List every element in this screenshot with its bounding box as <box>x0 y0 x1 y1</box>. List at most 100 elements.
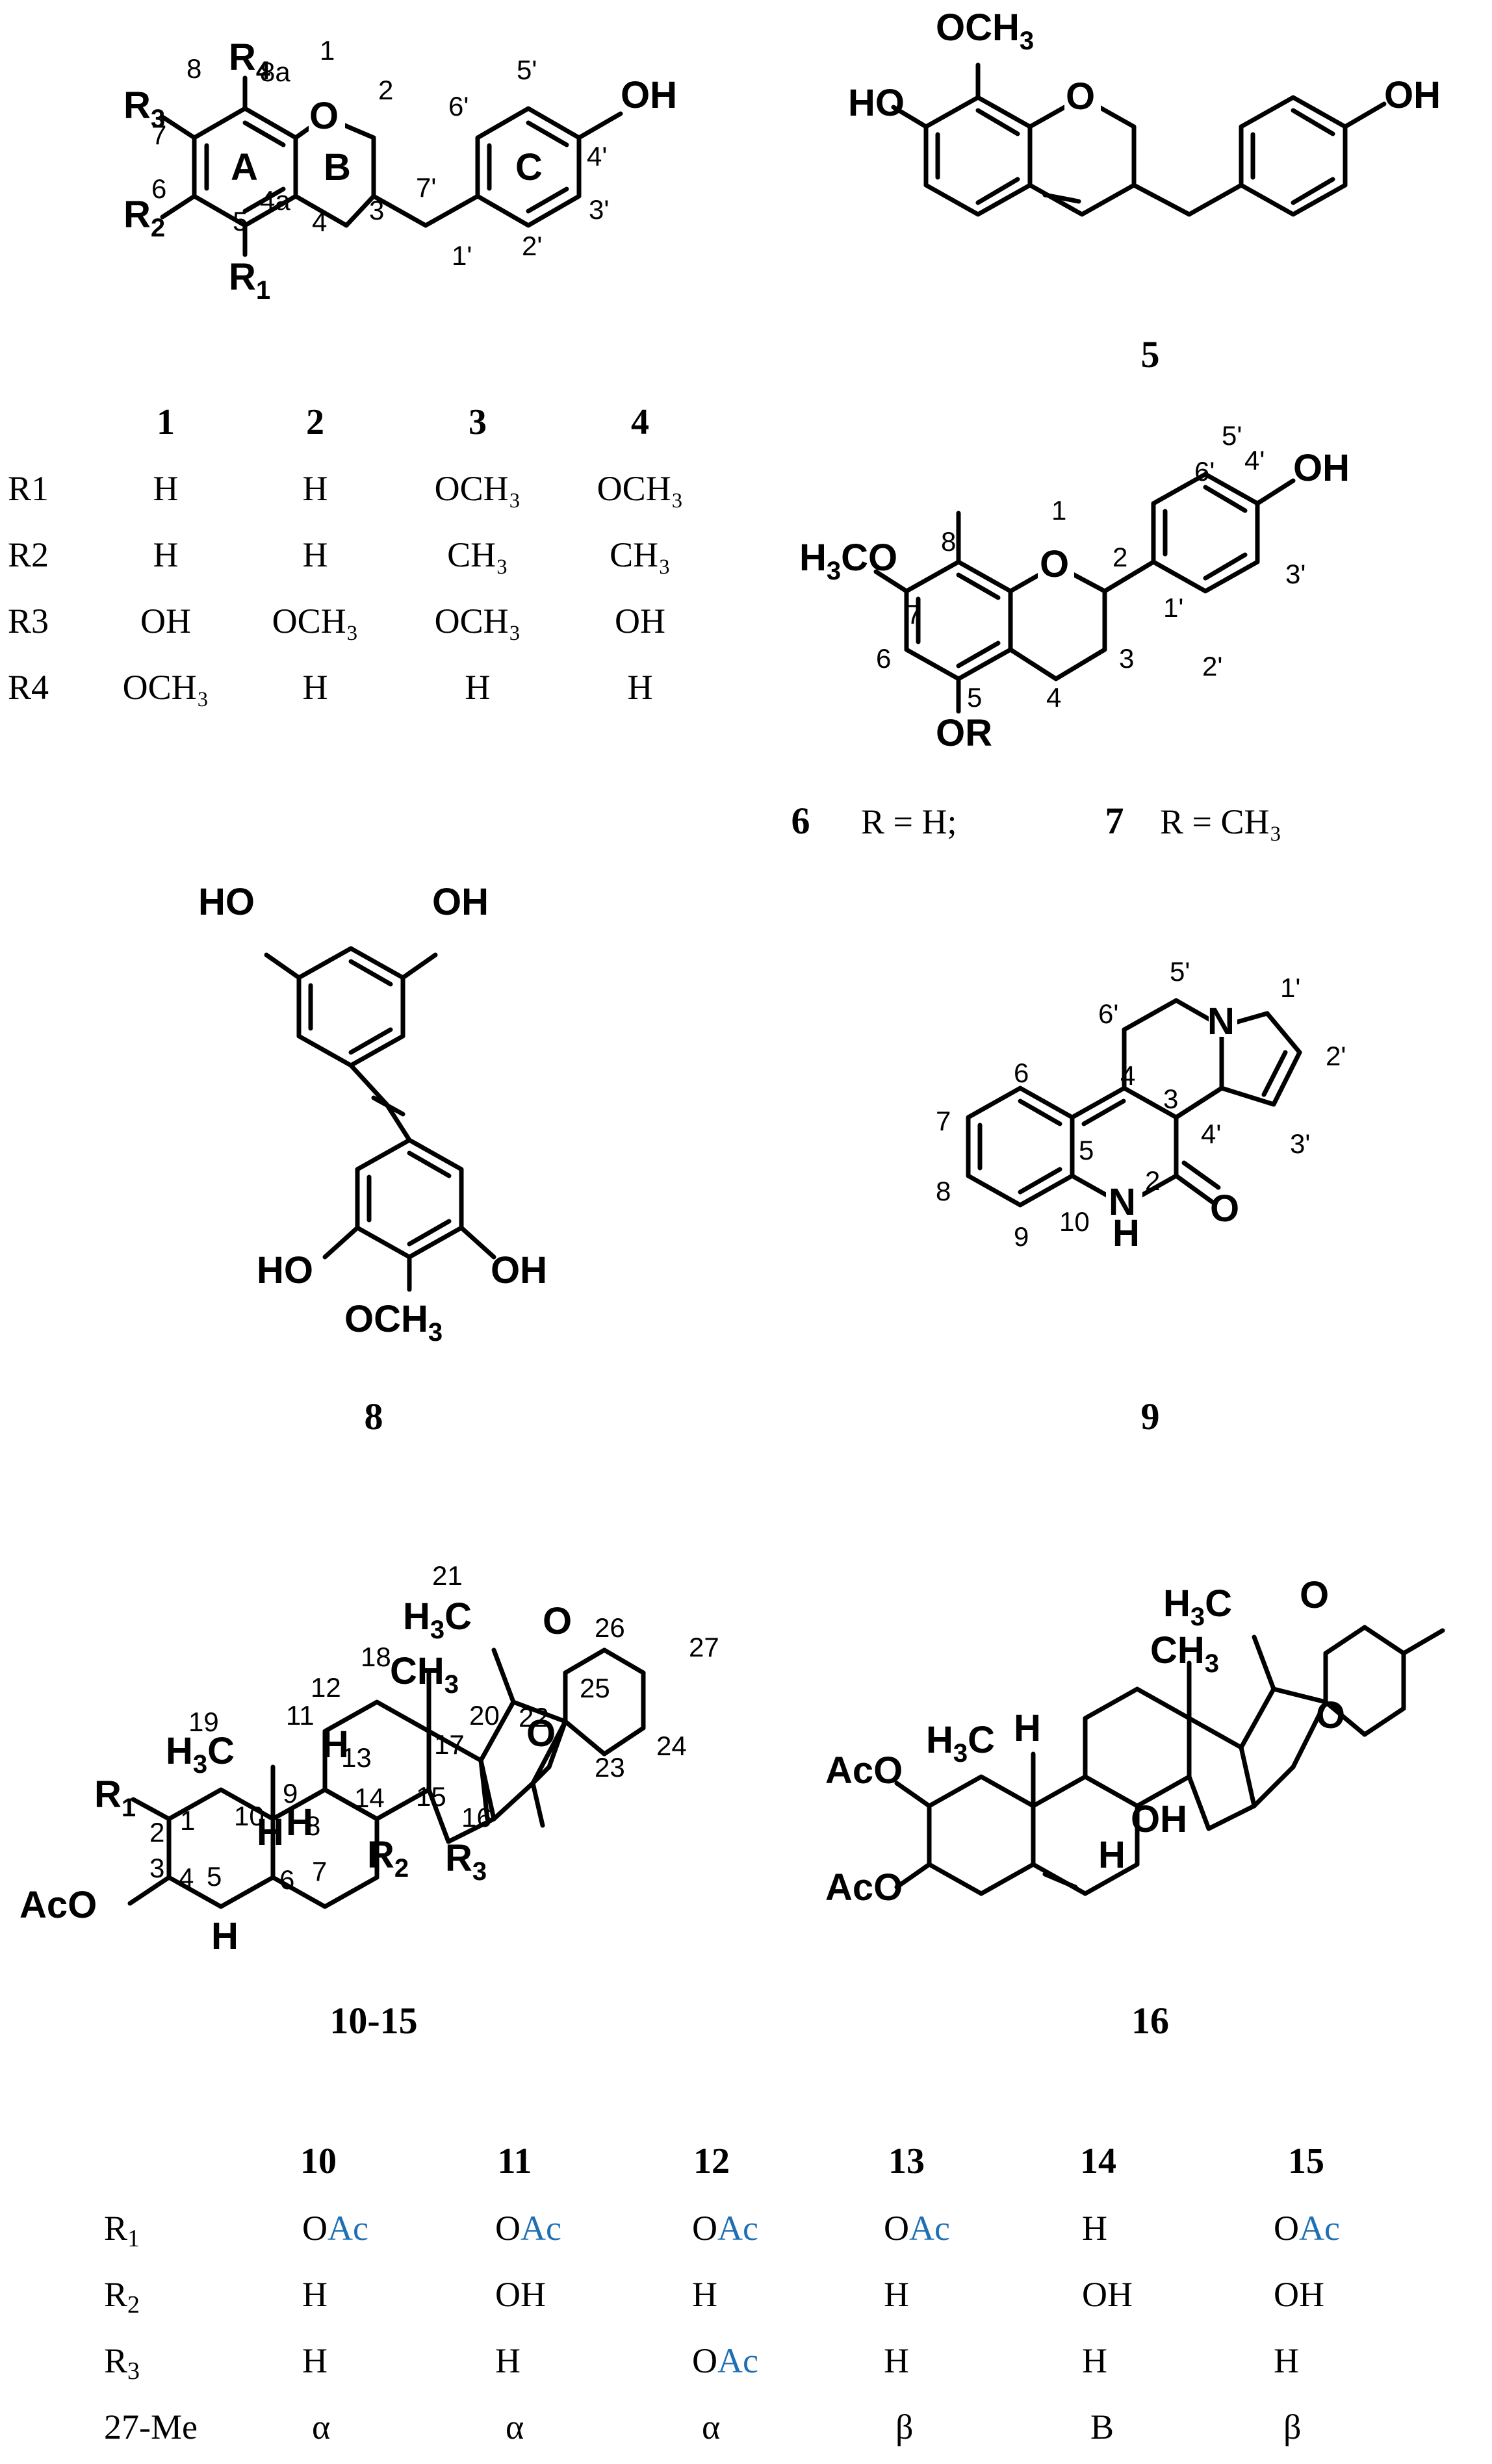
r3-label: R3 <box>123 84 165 133</box>
hydroxyl-label: OH <box>1293 447 1350 489</box>
table-cell: H <box>303 668 328 707</box>
table-cell: OCH₃ <box>435 602 521 641</box>
amide-nitrogen: N <box>1109 1181 1136 1223</box>
table-cell: CH₃ <box>447 535 508 574</box>
locant: 6 <box>151 173 166 204</box>
table-cell: OAc <box>884 2209 950 2248</box>
hydrogen-label: H <box>211 1915 238 1957</box>
locant: 5 <box>1079 1135 1094 1165</box>
structure-10-15: H3C CH3 H3C O O AcO R1 R2 R3 H H H H 1 2… <box>19 1560 719 2042</box>
r3-label: R3 <box>445 1837 487 1886</box>
structure-1-4: O OH R4 R3 R2 R1 A B C 1 2 3 4 4a 5 6 7 … <box>123 35 677 305</box>
locant: 22 <box>519 1702 549 1733</box>
table-cell: β <box>895 2407 913 2446</box>
methyl-label: CH3 <box>390 1650 459 1699</box>
table-row: R2 H OH H H OH OH <box>104 2275 1324 2318</box>
locant: 8 <box>305 1810 320 1841</box>
locant: 6 <box>1014 1058 1029 1088</box>
table-cell: H <box>303 535 328 574</box>
table-cell: OH <box>1082 2275 1133 2314</box>
locant: 1' <box>1280 972 1300 1003</box>
hydroxyl-label: HO <box>257 1249 313 1291</box>
locant: 7' <box>416 172 436 203</box>
locant: 12 <box>311 1672 341 1703</box>
locant: 6 <box>876 643 891 674</box>
locant: 7 <box>312 1856 327 1886</box>
table-cell: OH <box>495 2275 546 2314</box>
substituent-table-1-4: 1 2 3 4 R1 H H OCH₃ OCH₃ R2 H H CH₃ CH₃ … <box>8 402 683 707</box>
locant: 16 <box>461 1802 492 1833</box>
row-label: R2 <box>104 2275 140 2318</box>
table-cell: H <box>884 2275 909 2314</box>
table-row: R3 H H OAc H H H <box>104 2341 1299 2385</box>
locant: 4' <box>1244 445 1265 476</box>
methyl-label: H3C <box>166 1730 235 1779</box>
locant: 9 <box>283 1778 298 1809</box>
table-row: R4 OCH₃ H H H <box>8 668 653 707</box>
amide-hydrogen: H <box>1113 1212 1140 1254</box>
table-header: 4 <box>631 402 649 442</box>
locant: 2 <box>149 1817 164 1848</box>
locant: 1 <box>180 1805 195 1836</box>
locant: 10 <box>234 1801 264 1831</box>
r2-label: R2 <box>367 1834 409 1883</box>
ring-oxygen: O <box>309 95 339 137</box>
compound-number: 10-15 <box>329 2000 417 2042</box>
locant: 2 <box>1113 542 1127 572</box>
locant: 6' <box>1194 456 1215 487</box>
locant: 3 <box>369 195 384 225</box>
locant: 4 <box>179 1862 194 1893</box>
locant: 4 <box>1046 682 1061 713</box>
locant: 27 <box>689 1632 719 1662</box>
structure-9: N N H O 1' 2' 3' 4' 5' 6' 2 3 4 5 6 7 8 … <box>936 956 1346 1438</box>
locant: 5' <box>517 55 537 85</box>
table-row: R2 H H CH₃ CH₃ <box>8 535 671 574</box>
locant: 6' <box>448 91 469 121</box>
methoxy-label: OCH3 <box>936 6 1034 55</box>
hydroxyl-label: OH <box>621 74 677 116</box>
locant: 7 <box>907 599 921 629</box>
hydrogen-label: H <box>1098 1834 1125 1876</box>
methoxy-label: OCH3 <box>344 1298 443 1347</box>
table-cell: β <box>1283 2407 1301 2446</box>
table-row: 27-Me α α α β Β β <box>104 2407 1301 2446</box>
ring-oxygen: O <box>1040 543 1069 585</box>
locant: 2' <box>1326 1041 1346 1071</box>
table-cell: α <box>312 2407 330 2446</box>
furan-oxygen: O <box>1316 1694 1345 1736</box>
locant: 14 <box>354 1783 385 1813</box>
locant: 8 <box>941 526 956 557</box>
compound-number: 8 <box>365 1395 383 1438</box>
r1-label: R1 <box>94 1773 136 1822</box>
table-cell: OAc <box>1274 2209 1340 2248</box>
structure-8: HO OH HO OH OCH3 8 <box>198 881 547 1438</box>
row-label: R2 <box>8 535 49 574</box>
locant: 5 <box>233 206 248 236</box>
hydrogen-label: H <box>1014 1707 1041 1749</box>
locant: 1 <box>320 35 335 66</box>
substituent-note: R = H; <box>861 802 957 841</box>
table-cell: OCH₃ <box>123 668 209 707</box>
table-row: R3 OH OCH₃ OCH₃ OH <box>8 602 665 641</box>
locant: 5 <box>207 1861 222 1892</box>
methyl-label: H3C <box>926 1719 995 1768</box>
hydroxyl-label: OH <box>432 881 489 923</box>
or-label: OR <box>936 712 992 754</box>
hydrogen-label: H <box>322 1723 349 1766</box>
locant: 2 <box>1145 1165 1160 1196</box>
compound-number: 6 <box>791 800 810 842</box>
table-header: 15 <box>1288 2141 1324 2181</box>
table-row: R1 OAc OAc OAc OAc H OAc <box>104 2209 1340 2252</box>
locant: 4 <box>1120 1060 1135 1091</box>
table-cell: α <box>702 2407 720 2446</box>
locant: 4 <box>312 207 327 237</box>
pyran-oxygen: O <box>1300 1574 1329 1616</box>
row-label: R1 <box>8 469 49 508</box>
hydroxyl-label: OH <box>1384 74 1441 116</box>
locant: 11 <box>286 1700 315 1731</box>
compound-number: 16 <box>1131 2000 1169 2042</box>
table-header: 10 <box>300 2141 337 2181</box>
pyran-oxygen: O <box>543 1600 572 1642</box>
table-cell: OAc <box>495 2209 561 2248</box>
table-header: 1 <box>157 402 175 442</box>
